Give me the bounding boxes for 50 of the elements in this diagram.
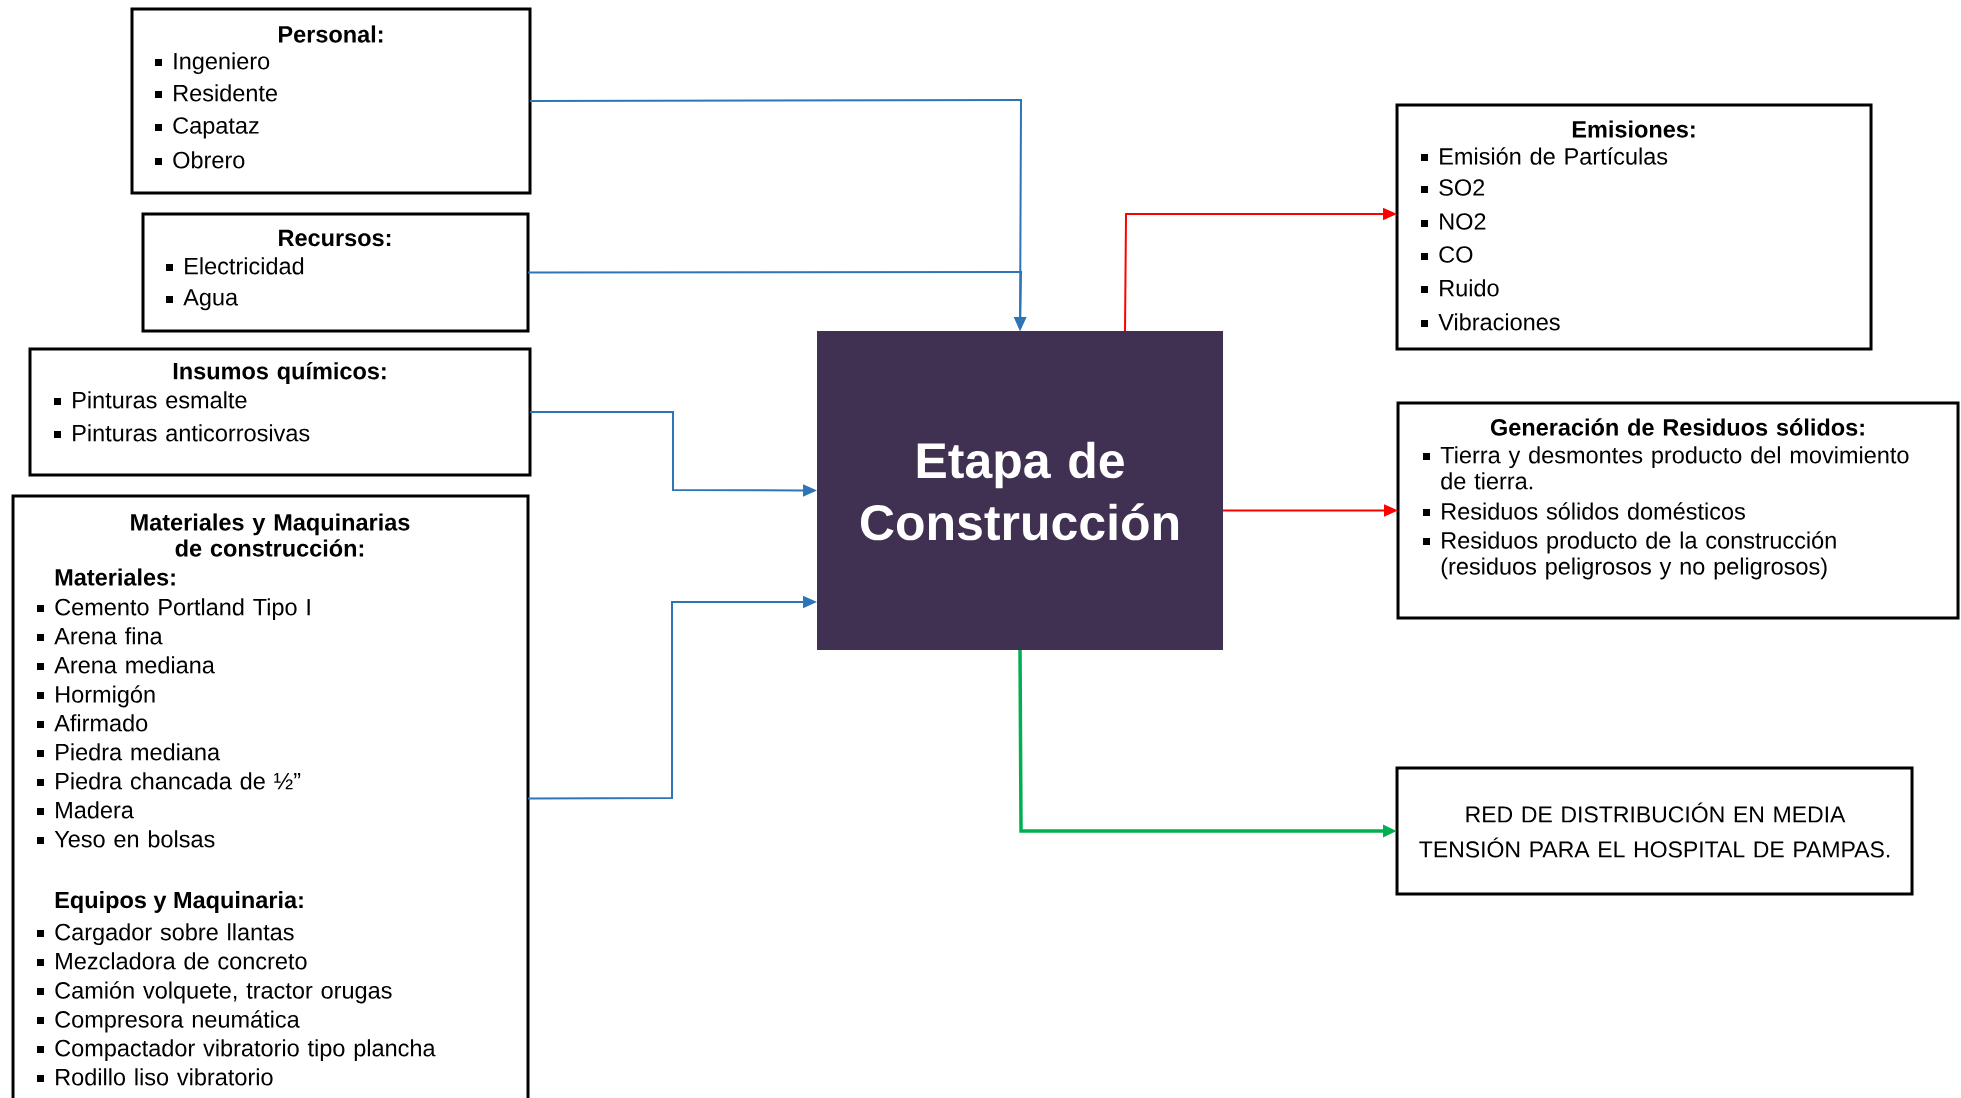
bullet-item: Obrero <box>155 151 245 169</box>
heading: Recursos: <box>279 229 391 247</box>
bullet-item: Ingeniero <box>155 52 270 75</box>
bullet-item: Residuos producto de la construcción (residuos peligrosos y no peligrosos) <box>1423 531 1836 580</box>
bullet-item: Camión volquete, tractor orugas <box>37 981 392 1004</box>
bullet-item: Mezcladora de concreto <box>37 952 307 970</box>
bullet-item: Pinturas anticorrosivas <box>54 424 310 442</box>
subheading: Equipos y Maquinaria: <box>55 891 303 913</box>
bullet-item: Ruido <box>1421 279 1499 297</box>
bullet-item: Arena mediana <box>37 656 215 674</box>
bullet-item: Rodillo liso vibratorio <box>37 1068 273 1086</box>
text-box <box>130 7 532 195</box>
bullet-item: Yeso en bolsas <box>37 830 215 848</box>
bullet-item: Madera <box>37 801 134 819</box>
bullet-item: Agua <box>166 289 239 311</box>
bullet-item: SO2 <box>1421 179 1485 196</box>
bullet-item: Capataz <box>155 117 259 139</box>
text-box <box>1395 766 1914 896</box>
bullet-item: Piedra mediana <box>37 743 221 761</box>
bullet-item: Vibraciones <box>1421 313 1560 331</box>
bullet-item: Piedra chancada de ½” <box>37 772 301 790</box>
process-box <box>817 331 1223 650</box>
heading: Personal: <box>279 25 383 43</box>
heading: Generación de Residuos sólidos: <box>1490 418 1864 436</box>
bullet-item: Pinturas esmalte <box>54 391 247 409</box>
bullet-item: Residente <box>155 84 277 102</box>
bullet-item: Cemento Portland Tipo I <box>37 598 310 621</box>
subheading: Materiales: <box>55 568 175 586</box>
text-box <box>1396 401 1960 620</box>
bullet-item: Residuos sólidos domésticos <box>1423 502 1745 520</box>
heading: Insumos químicos: <box>173 361 386 385</box>
title: Etapa de Construcción <box>860 441 1179 541</box>
heading: Materiales y Maquinarias de construcción: <box>131 513 410 557</box>
bullet-item: Afirmado <box>37 714 148 732</box>
bullet-item: Arena fina <box>37 627 163 645</box>
bullet-item: CO <box>1421 246 1473 263</box>
box-text: RED DE DISTRIBUCIÓN EN MEDIA TENSIÓN PARA EL HOSPITAL DE PAMPAS. <box>1419 802 1890 858</box>
text-box <box>1395 103 1873 351</box>
bullet-item: Electricidad <box>166 257 304 275</box>
bullet-item: Compactador vibratorio tipo plancha <box>37 1039 436 1062</box>
bullet-item: Hormigón <box>37 685 155 708</box>
bullet-item: Emisión de Partículas <box>1421 147 1668 165</box>
text-box <box>28 347 532 477</box>
heading: Emisiones: <box>1572 120 1695 138</box>
bullet-item: Cargador sobre llantas <box>37 923 294 946</box>
bullet-item: Tierra y desmontes producto del movimiento de tierra. <box>1423 446 1909 490</box>
bullet-item: NO2 <box>1421 213 1486 230</box>
bullet-item: Compresora neumática <box>37 1010 300 1033</box>
text-box <box>141 212 530 333</box>
text-box <box>11 494 530 1098</box>
